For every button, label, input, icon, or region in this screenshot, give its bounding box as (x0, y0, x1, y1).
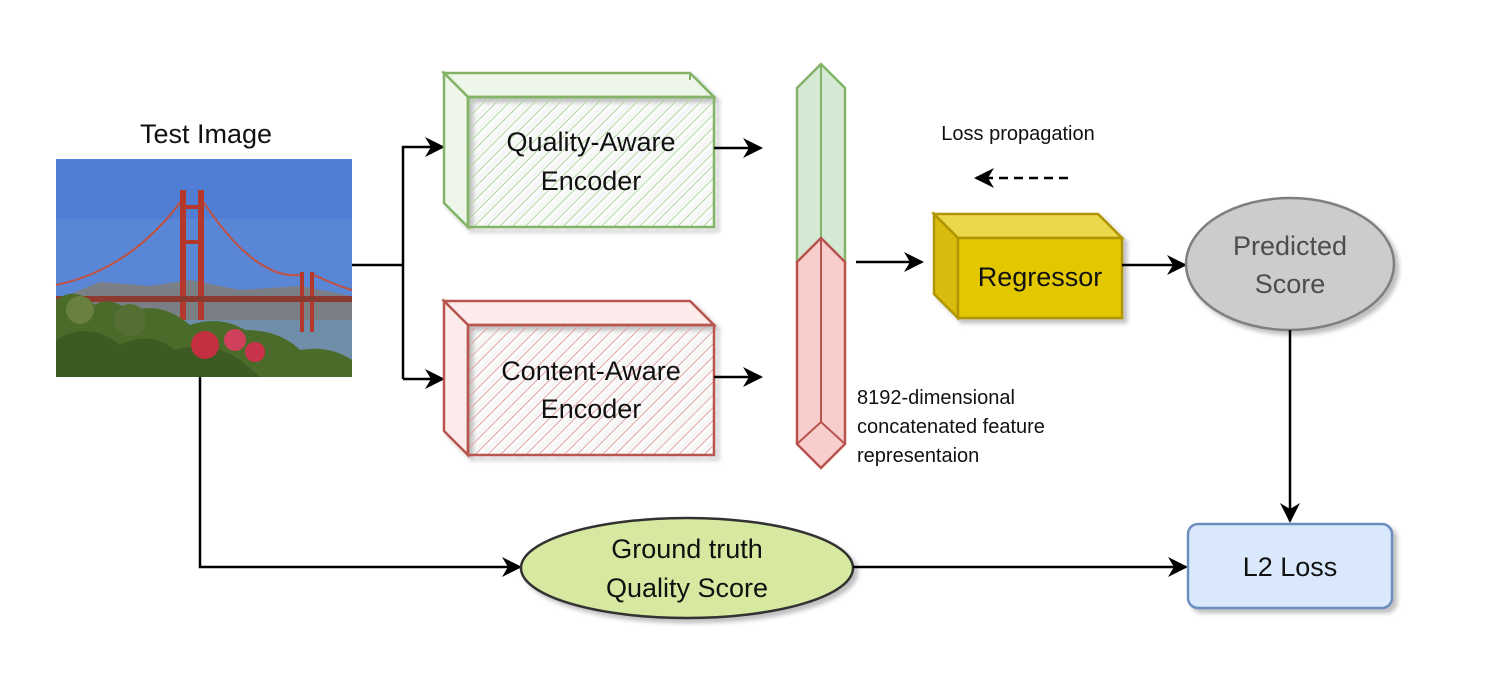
quality-encoder-line1: Quality-Aware (506, 127, 675, 157)
quality-aware-encoder (440, 69, 718, 231)
regressor-label: Regressor (978, 262, 1103, 292)
predicted-score-line1: Predicted (1233, 231, 1347, 261)
concatenated-feature-vector (795, 62, 847, 470)
loss-propagation-label: Loss propagation (941, 123, 1094, 145)
content-aware-encoder (440, 297, 718, 459)
encoder-output-arrows (714, 138, 763, 387)
image-connectors (198, 137, 522, 577)
feature-caption-line2: concatenated feature (857, 416, 1045, 438)
bridge-photo (55, 159, 353, 377)
l2-loss-label: L2 Loss (1243, 552, 1338, 582)
ground-truth-line1: Ground truth (611, 534, 763, 564)
test-image-label: Test Image (140, 119, 272, 149)
content-encoder-line2: Encoder (541, 394, 642, 424)
predicted-score-node (1184, 196, 1396, 332)
quality-encoder-line2: Encoder (541, 166, 642, 196)
regressor-block (930, 210, 1126, 322)
l2-loss-node (1186, 522, 1394, 610)
ground-truth-line2: Quality Score (606, 573, 768, 603)
feature-caption-line3: representaion (857, 445, 979, 467)
ground-truth-node (519, 516, 855, 620)
predicted-score-line2: Score (1255, 269, 1326, 299)
content-encoder-line1: Content-Aware (501, 356, 681, 386)
feature-caption-line1: 8192-dimensional (857, 387, 1015, 409)
